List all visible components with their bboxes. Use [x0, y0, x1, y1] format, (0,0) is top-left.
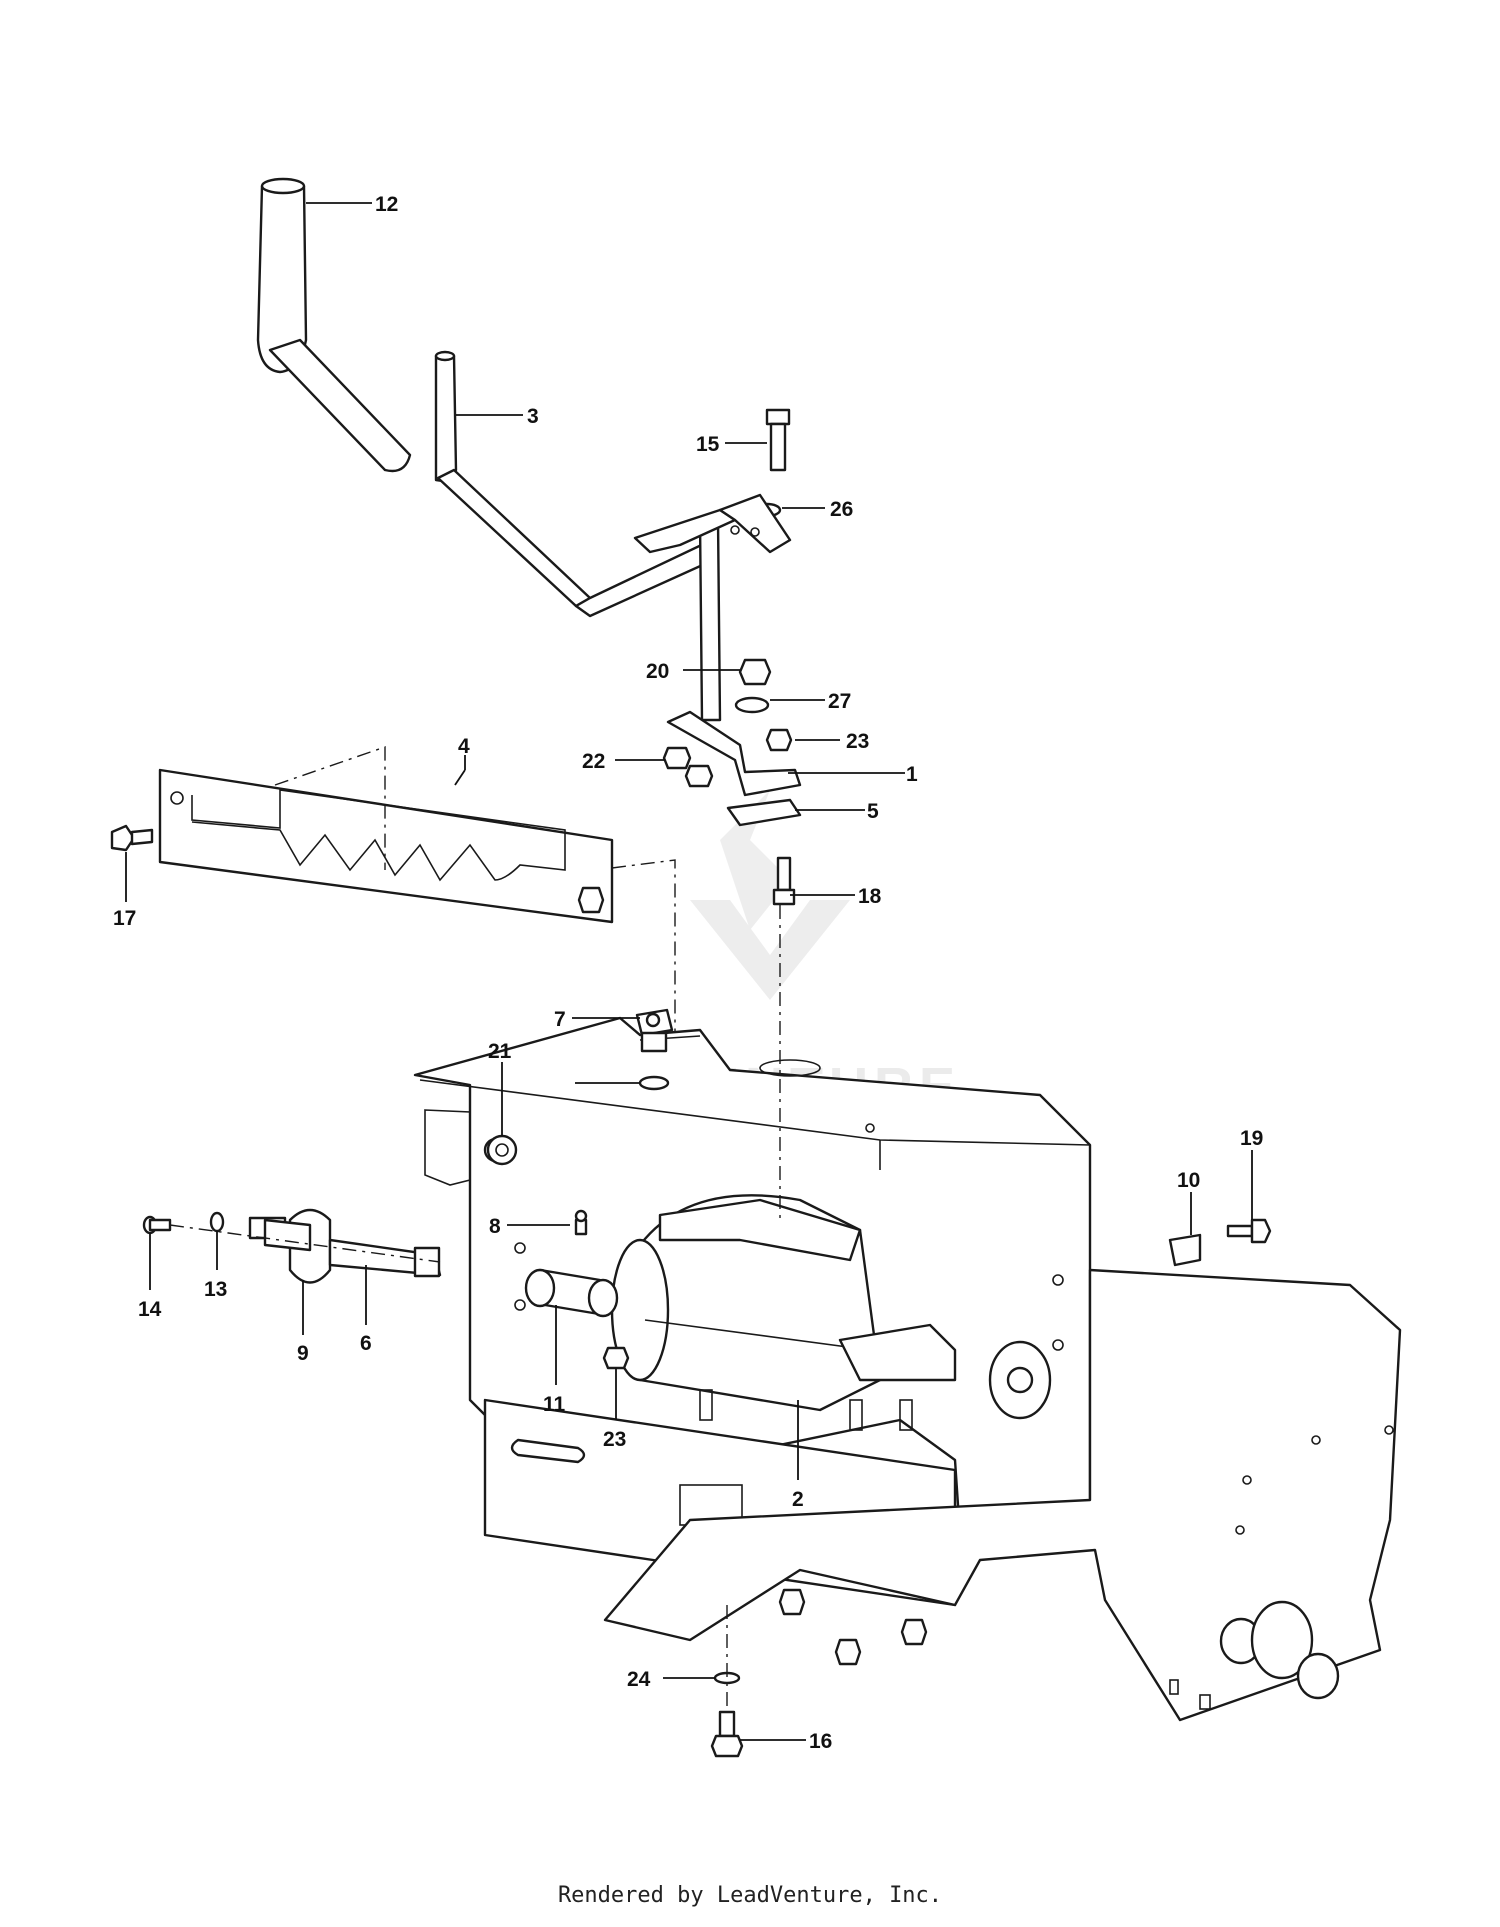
callout-19: 19 [1240, 1127, 1263, 1150]
rear-deck [603, 1268, 1402, 1722]
callout-23-lower: 23 [603, 1428, 626, 1451]
part-20-nut [738, 658, 772, 686]
callout-18: 18 [858, 885, 882, 908]
part-11-spacer [524, 1268, 619, 1318]
shift-plate-bolt [577, 886, 605, 914]
callout-15: 15 [696, 433, 720, 456]
callout-10: 10 [1177, 1169, 1200, 1192]
part-21-bushing [486, 1134, 518, 1166]
part-23-nut-lower [602, 1346, 630, 1370]
callout-2: 2 [792, 1488, 804, 1511]
part-6-shaft [328, 1238, 442, 1278]
callout-20: 20 [646, 660, 669, 683]
part-18-bolt [772, 856, 796, 906]
callout-1: 1 [906, 763, 918, 786]
part-8-grease-fitting [574, 1209, 588, 1236]
callout-13: 13 [204, 1278, 227, 1301]
part-23-nut-upper [765, 728, 793, 752]
part-10-clip [1168, 1233, 1202, 1267]
callout-26: 27 [828, 690, 851, 713]
callout-23-upper: 23 [846, 730, 869, 753]
part-bushing-left [248, 1216, 312, 1252]
part-26-washer [734, 696, 770, 714]
callout-5: 5 [867, 800, 879, 823]
leader-lines [125, 202, 1253, 1741]
callout-9: 9 [297, 1342, 309, 1365]
part-12-handle-grip [256, 177, 412, 473]
callout-6: 6 [360, 1332, 372, 1355]
callout-8: 8 [489, 1215, 501, 1238]
part-4-shift-plate [158, 746, 676, 1058]
footer-credit: Rendered by LeadVenture, Inc. [557, 1883, 943, 1908]
callout-14: 14 [138, 1298, 162, 1321]
upper-bracket [633, 493, 792, 554]
part-13-clip [209, 1211, 225, 1233]
lower-bolts [778, 1588, 928, 1666]
part-15-bolt [765, 408, 791, 472]
callout-21: 21 [488, 1040, 512, 1063]
part-22-nuts [662, 746, 714, 788]
callout-22: 22 [582, 750, 605, 773]
callout-16: 16 [809, 1730, 832, 1753]
callout-12: 12 [375, 193, 398, 216]
callout-7: 7 [554, 1008, 566, 1031]
part-14-pin [142, 1215, 172, 1235]
part-3-shift-rod [434, 350, 722, 722]
part-17-bolt [110, 824, 154, 852]
callout-24: 24 [627, 1668, 651, 1691]
part-7-switch [635, 1008, 674, 1053]
callout-17: 17 [113, 907, 136, 930]
callout-4: 4 [458, 735, 470, 758]
part-19-bolt [1226, 1218, 1272, 1244]
part-27-washer [638, 1075, 670, 1091]
part-5-plate [726, 798, 802, 827]
part-1-bracket [666, 710, 802, 797]
callout-labels: 12 3 4 1 5 18 15 26 20 27 23 22 17 7 21 … [113, 193, 1263, 1753]
callout-25: 26 [830, 498, 853, 521]
part-16-bolt [710, 1710, 744, 1758]
callout-3: 3 [527, 405, 539, 428]
callout-11: 11 [543, 1393, 566, 1416]
